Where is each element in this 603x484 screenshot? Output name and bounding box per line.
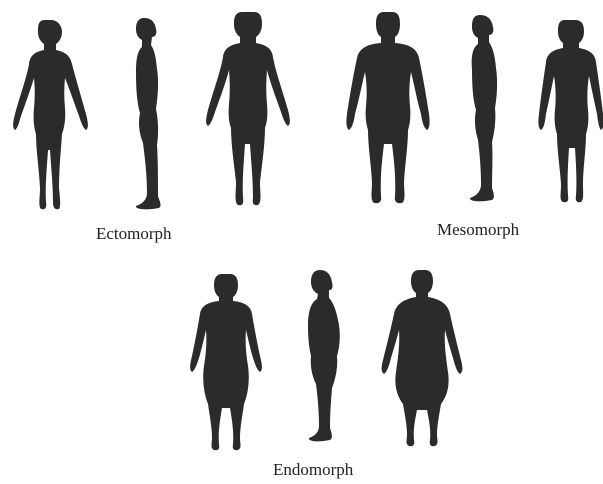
endomorph-front-silhouette <box>182 272 272 454</box>
endomorph-back-silhouette <box>378 268 468 450</box>
mesomorph-label: Mesomorph <box>437 220 519 240</box>
ectomorph-front-silhouette <box>8 18 94 218</box>
ectomorph-side-silhouette <box>125 15 175 220</box>
endomorph-label: Endomorph <box>273 460 353 480</box>
ectomorph-label: Ectomorph <box>96 224 172 244</box>
mesomorph-front-silhouette <box>340 10 436 210</box>
mesomorph-back-silhouette <box>535 18 603 208</box>
ectomorph-back-silhouette <box>200 10 296 215</box>
endomorph-side-silhouette <box>300 268 350 448</box>
mesomorph-side-silhouette <box>460 12 506 207</box>
